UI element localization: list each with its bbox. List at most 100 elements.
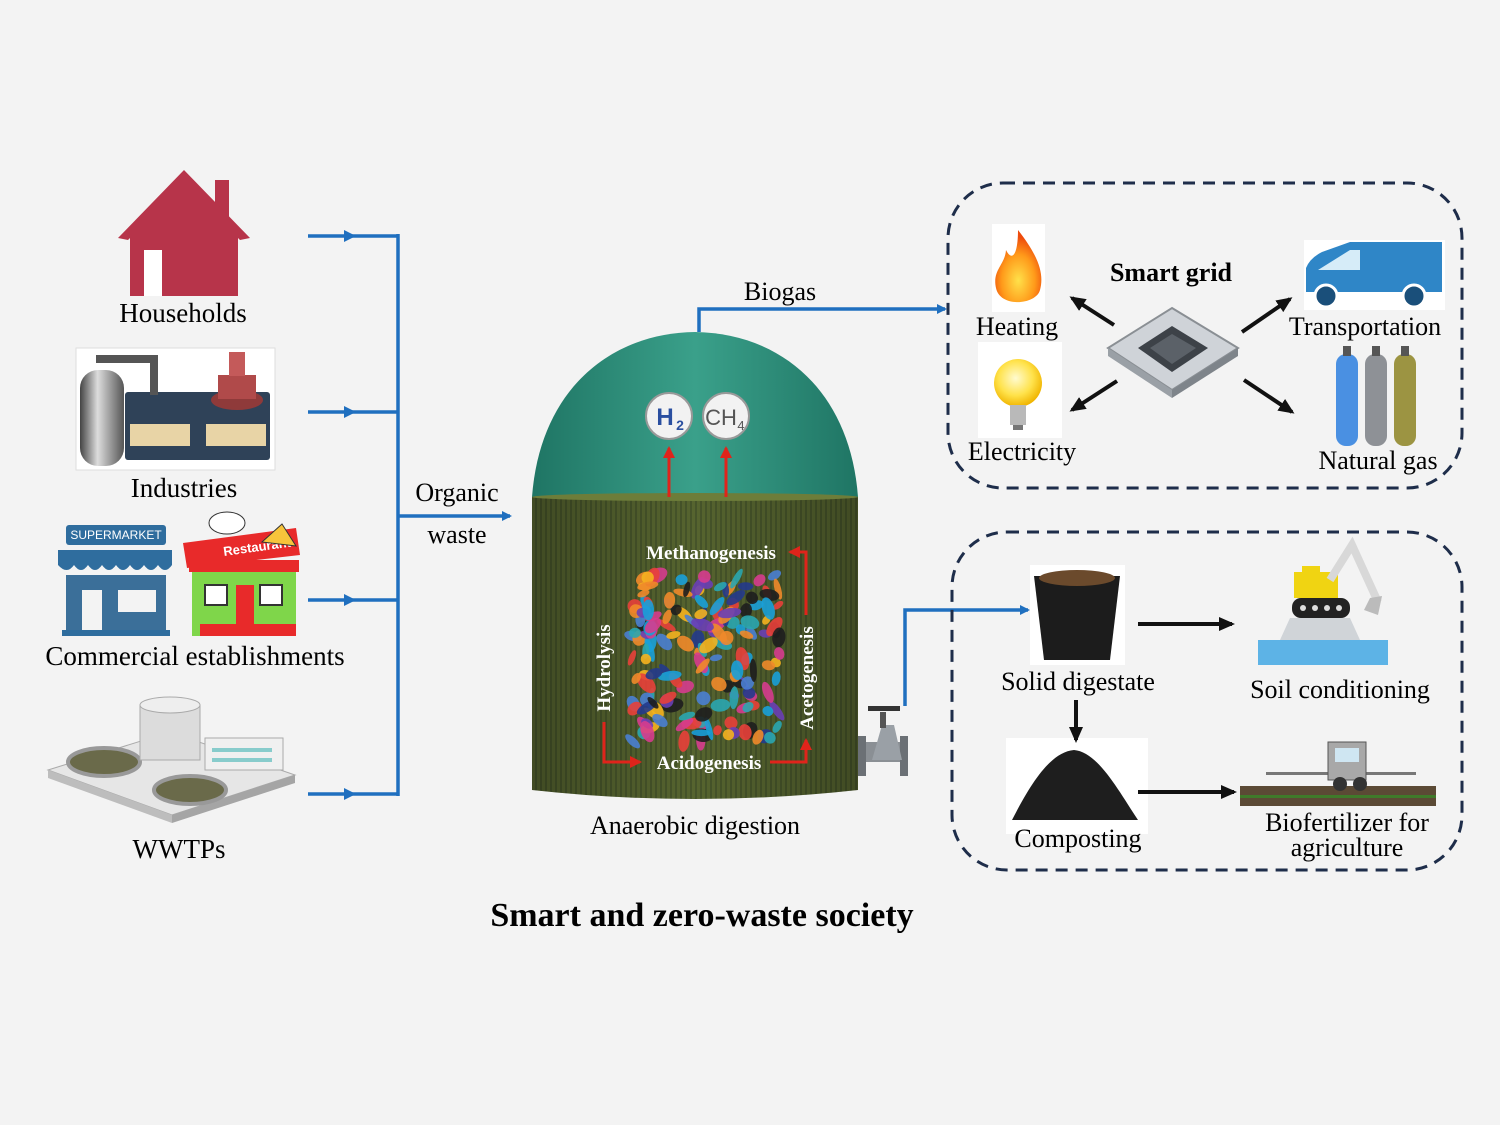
microbe-cell xyxy=(745,591,759,605)
microbe-cell xyxy=(683,581,691,598)
microbe-cell xyxy=(695,658,710,674)
microbe-cell xyxy=(709,597,725,616)
gas-cylinders-icon xyxy=(1336,346,1416,446)
microbe-cell xyxy=(628,627,641,638)
valve-icon xyxy=(858,706,908,776)
anaerobic-digestion-label: Anaerobic digestion xyxy=(590,811,800,840)
microbe-cell xyxy=(678,730,690,752)
supermarket-sign-text: SUPERMARKET xyxy=(70,528,162,542)
industry-icon xyxy=(75,347,276,471)
microbe-cell xyxy=(730,568,743,589)
microbe-cell xyxy=(696,691,711,706)
biogas-arrow xyxy=(697,304,947,332)
microbe-cell xyxy=(772,720,782,733)
smart-grid-title: Smart grid xyxy=(1110,258,1233,287)
h2-bubble: H 2 xyxy=(645,392,693,440)
microbe-cell xyxy=(640,720,655,743)
microbe-cell xyxy=(742,702,754,713)
microbe-cell xyxy=(678,711,696,721)
microbe-cell xyxy=(647,696,659,709)
smart-grid-arrows xyxy=(1069,296,1295,414)
organic-waste-label-line2: waste xyxy=(427,520,486,549)
biogas-label: Biogas xyxy=(744,277,816,306)
microbe-cell xyxy=(644,617,662,634)
biofertilizer-label-line1: Biofertilizer for xyxy=(1265,808,1429,837)
microbe-cell xyxy=(729,686,739,710)
microbe-cell xyxy=(710,698,731,712)
microbe-cell xyxy=(694,609,708,620)
acidogenesis-label: Acidogenesis xyxy=(657,753,762,774)
acetogenesis-label: Acetogenesis xyxy=(797,626,818,729)
microbe-cell xyxy=(675,718,694,732)
microbe-cell xyxy=(625,734,640,749)
microbe-cell xyxy=(690,577,706,599)
microbe-cell xyxy=(662,609,672,625)
microbe-cell xyxy=(645,668,663,680)
microbe-cell xyxy=(726,590,746,606)
microbe-cell xyxy=(761,681,774,703)
microbe-cell xyxy=(675,574,688,586)
microbe-cell xyxy=(731,660,744,681)
wwtps-label: WWTPs xyxy=(133,834,226,864)
microbe-cell xyxy=(642,599,654,621)
organic-waste-collector xyxy=(308,234,400,796)
microbe-cell xyxy=(773,578,783,600)
microbe-cell xyxy=(713,581,727,592)
microbe-cell xyxy=(773,600,784,610)
h2-label: H xyxy=(656,404,673,431)
electricity-label: Electricity xyxy=(968,437,1076,466)
organic-waste-label-line1: Organic xyxy=(415,478,498,507)
methanogenesis-label: Methanogenesis xyxy=(646,543,776,564)
microbe-cell xyxy=(762,706,774,717)
digestate-arrows xyxy=(1069,617,1237,799)
microbe-cell xyxy=(698,570,711,583)
ch4-label: CH xyxy=(705,405,737,430)
microbe-cell xyxy=(761,597,775,620)
pot-icon xyxy=(1030,565,1125,665)
household-icon xyxy=(118,170,250,296)
supermarket-icon: SUPERMARKET xyxy=(58,525,172,636)
microbe-cell xyxy=(737,582,754,591)
microbe-cell xyxy=(663,592,676,609)
van-icon xyxy=(1304,240,1445,310)
microbe-cell xyxy=(691,729,711,737)
microbe-cell xyxy=(769,701,785,721)
hydrolysis-label: Hydrolysis xyxy=(594,624,615,711)
microbe-cell xyxy=(658,670,682,681)
microbe-cell xyxy=(752,729,764,745)
industries-label: Industries xyxy=(131,473,237,503)
smart-grid-box xyxy=(946,181,1464,490)
microbe-cell xyxy=(699,637,718,654)
microbe-cell xyxy=(767,570,782,581)
microbe-cell xyxy=(722,729,735,741)
microbe-cell xyxy=(771,671,781,686)
households-label: Households xyxy=(119,298,247,328)
microbe-cell xyxy=(704,717,714,741)
microbe-cell xyxy=(738,724,752,741)
digestate-box xyxy=(950,530,1464,872)
microbe-cell xyxy=(652,713,668,728)
microbe-cell xyxy=(753,574,766,587)
microbe-cell xyxy=(709,654,723,662)
microbe-cell xyxy=(740,603,752,618)
microbe-cell xyxy=(657,619,676,632)
collector-arrowheads xyxy=(344,230,356,800)
h2-subscript: 2 xyxy=(676,417,684,433)
heating-label: Heating xyxy=(976,312,1058,341)
microbe-cell xyxy=(640,653,652,665)
microbe-cell xyxy=(739,630,754,639)
digestion-cycle xyxy=(602,546,812,768)
microbe-cell xyxy=(670,604,682,616)
microbe-cell xyxy=(627,650,637,666)
microbe-cell xyxy=(694,595,709,609)
microbe-cell xyxy=(724,716,738,730)
microbial-consortium xyxy=(624,567,786,752)
microbe-cell xyxy=(740,615,760,630)
natural-gas-label: Natural gas xyxy=(1318,446,1437,475)
microbe-cell xyxy=(772,627,786,648)
ch4-subscript: 4 xyxy=(737,418,744,433)
microbe-cell xyxy=(773,647,785,660)
biofertilizer-label-line2: agriculture xyxy=(1291,833,1404,862)
commercial-label: Commercial establishments xyxy=(45,641,344,671)
